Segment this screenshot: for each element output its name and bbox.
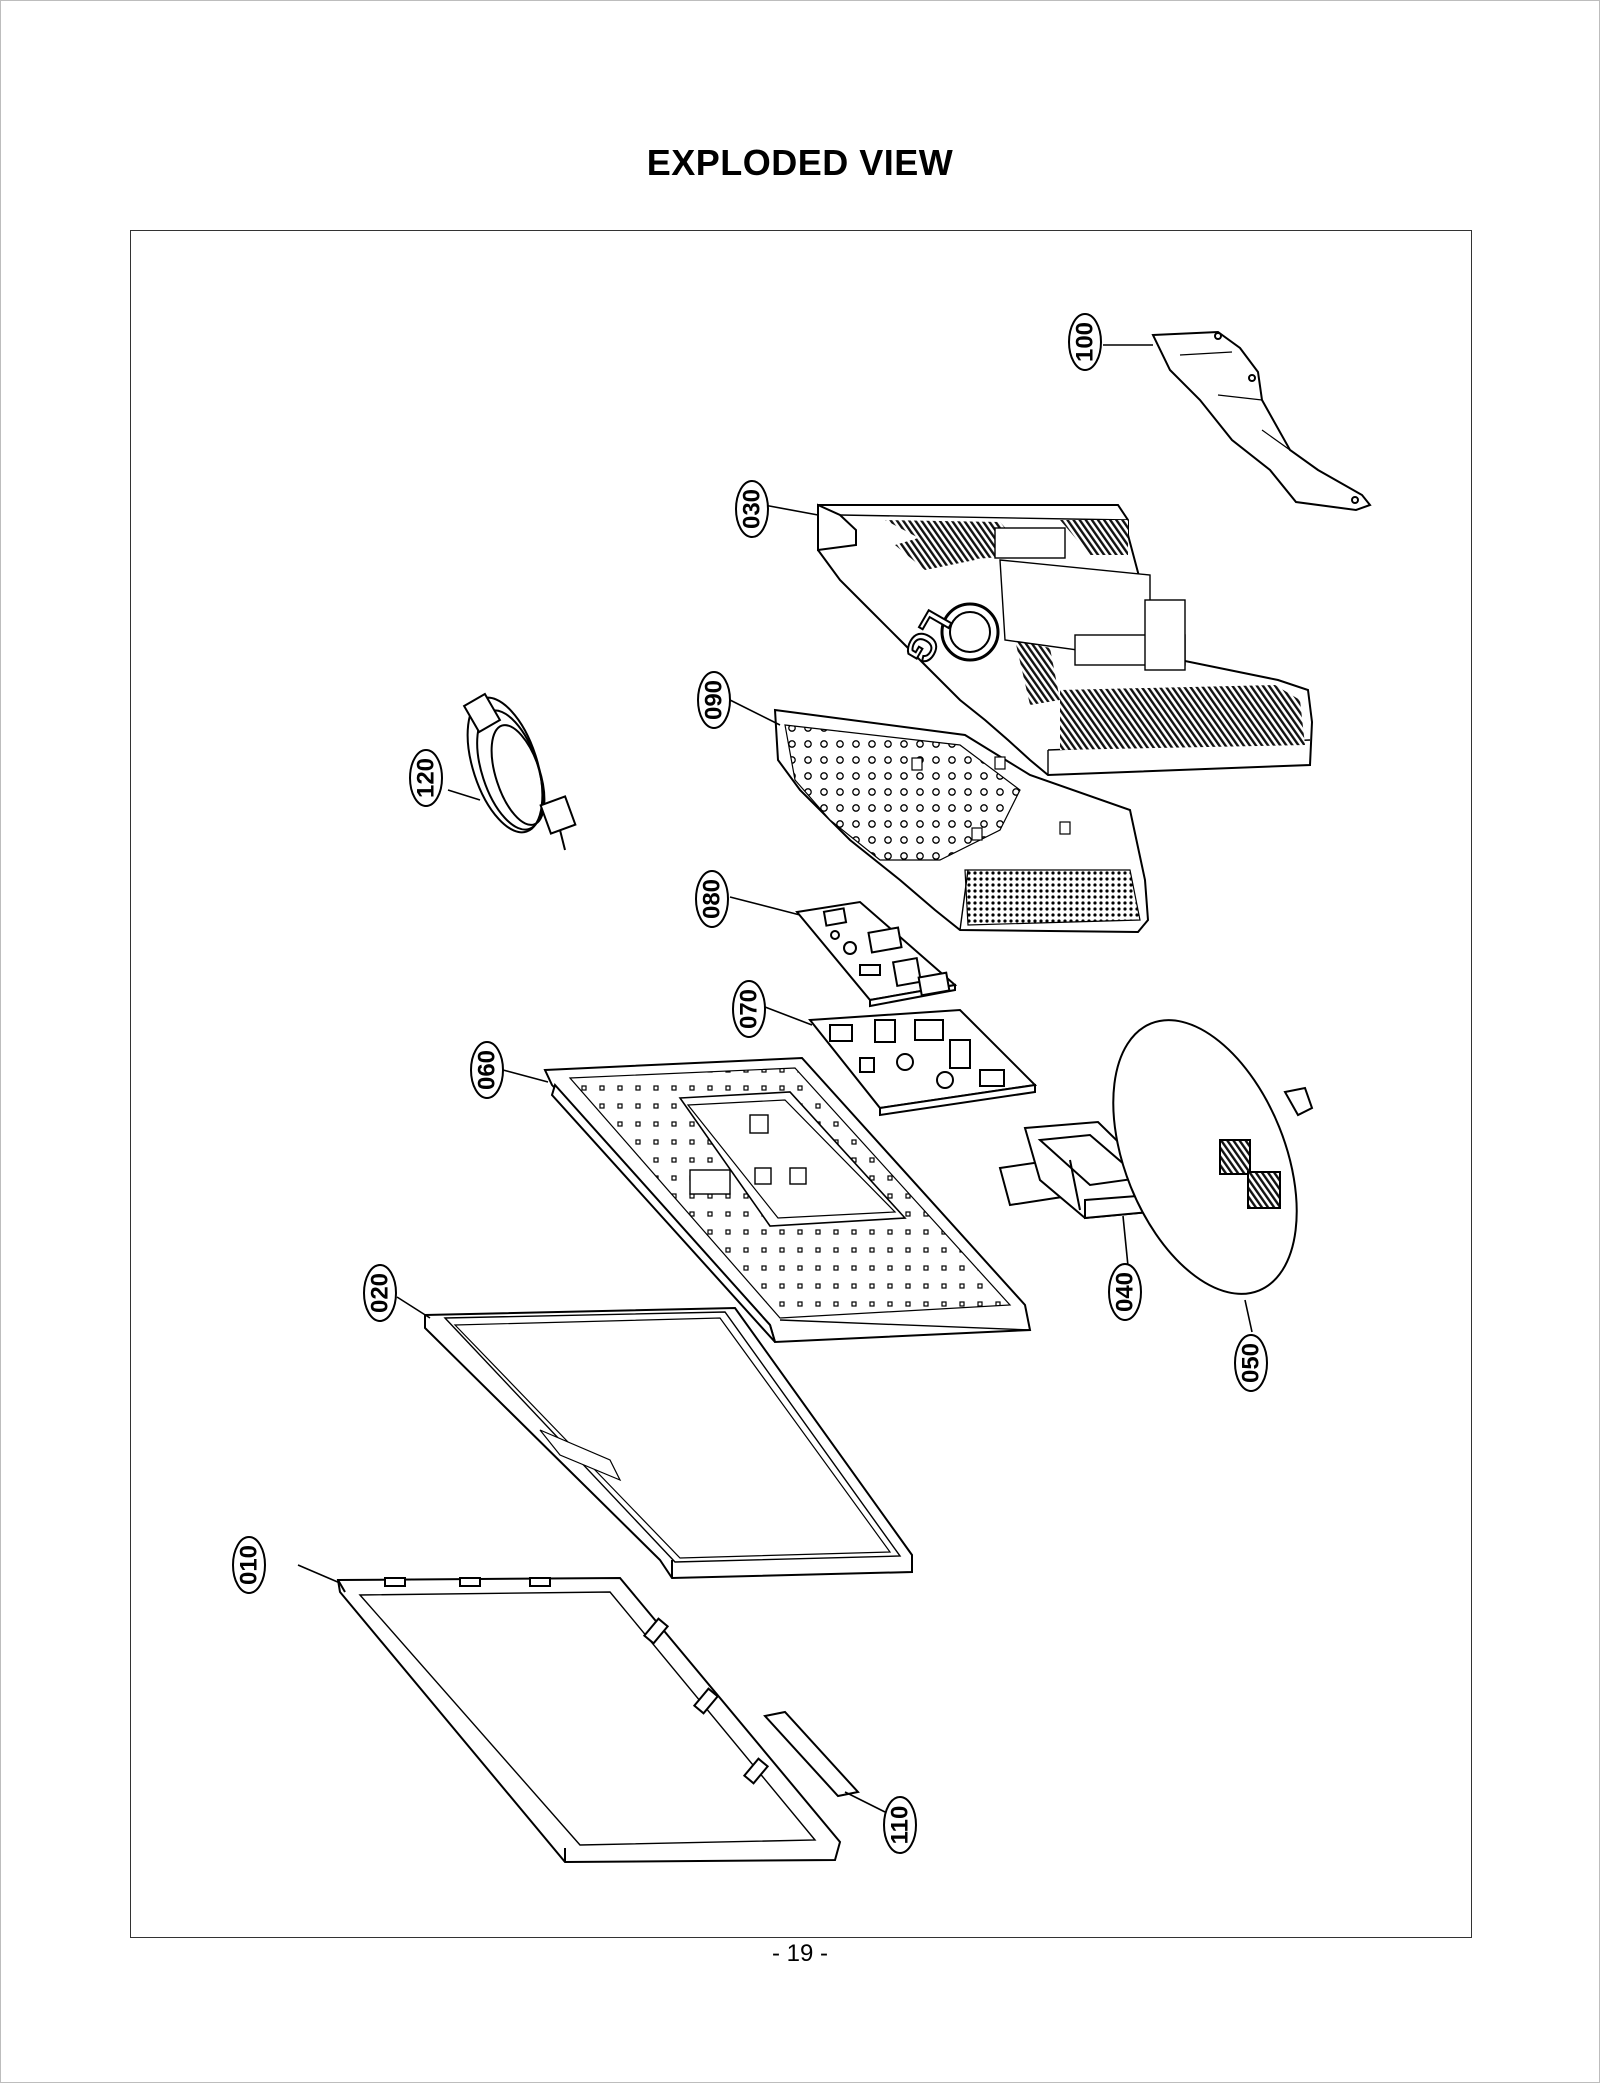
part-040-hinge <box>998 1120 1157 1220</box>
diagram-frame <box>130 230 1472 1938</box>
callout-010: 010 <box>232 1536 266 1594</box>
part-080-main-board <box>795 900 958 1008</box>
leader-050 <box>1244 1299 1253 1333</box>
callout-110-label: 110 <box>887 1806 914 1845</box>
callout-040-label: 040 <box>1112 1272 1139 1312</box>
part-010-front-bezel <box>336 1576 842 1864</box>
leader-090 <box>729 699 781 726</box>
part-030-back-cover: LG <box>817 503 1314 777</box>
leader-020 <box>396 1296 431 1319</box>
callout-050: 050 <box>1234 1334 1268 1392</box>
callout-100: 100 <box>1068 313 1102 371</box>
callout-070: 070 <box>732 980 766 1038</box>
callout-020: 020 <box>363 1264 397 1322</box>
leader-060 <box>502 1069 549 1083</box>
callout-090: 090 <box>697 671 731 729</box>
leader-lines <box>297 344 1253 1813</box>
leader-110 <box>844 1791 886 1813</box>
part-120-power-cord <box>462 692 577 851</box>
part-020-lcd-panel <box>424 1306 913 1580</box>
callout-050-label: 050 <box>1238 1343 1265 1383</box>
leader-030 <box>763 504 819 516</box>
callout-030: 030 <box>735 480 769 538</box>
leader-080 <box>729 896 801 916</box>
part-090-shield-case <box>773 708 1150 934</box>
part-110-control-board <box>763 1710 860 1798</box>
page-number: - 19 - <box>771 1940 828 1967</box>
page-title: EXPLODED VIEW <box>646 142 954 183</box>
callout-090-label: 090 <box>701 680 728 720</box>
callout-080: 080 <box>695 870 729 928</box>
callout-010-label: 010 <box>236 1545 263 1585</box>
leader-010 <box>297 1564 341 1584</box>
callout-040: 040 <box>1108 1263 1142 1321</box>
callout-060-label: 060 <box>474 1050 501 1090</box>
lg-logo: LG <box>895 602 1000 671</box>
callout-120: 120 <box>409 749 443 807</box>
callout-080-label: 080 <box>699 879 726 919</box>
part-060-chassis <box>543 1056 1032 1344</box>
leader-120 <box>447 789 481 801</box>
callout-120-label: 120 <box>413 758 440 798</box>
part-100-cover <box>1151 330 1372 512</box>
callout-030-label: 030 <box>739 489 766 529</box>
callout-020-label: 020 <box>367 1273 394 1313</box>
callout-110: 110 <box>883 1796 917 1854</box>
part-070-power-board <box>808 1008 1038 1117</box>
part-050-base <box>1112 1019 1314 1295</box>
callout-100-label: 100 <box>1072 322 1099 362</box>
leader-070 <box>764 1006 813 1026</box>
callout-060: 060 <box>470 1041 504 1099</box>
callout-070-label: 070 <box>736 989 763 1029</box>
leader-040 <box>1122 1215 1129 1267</box>
